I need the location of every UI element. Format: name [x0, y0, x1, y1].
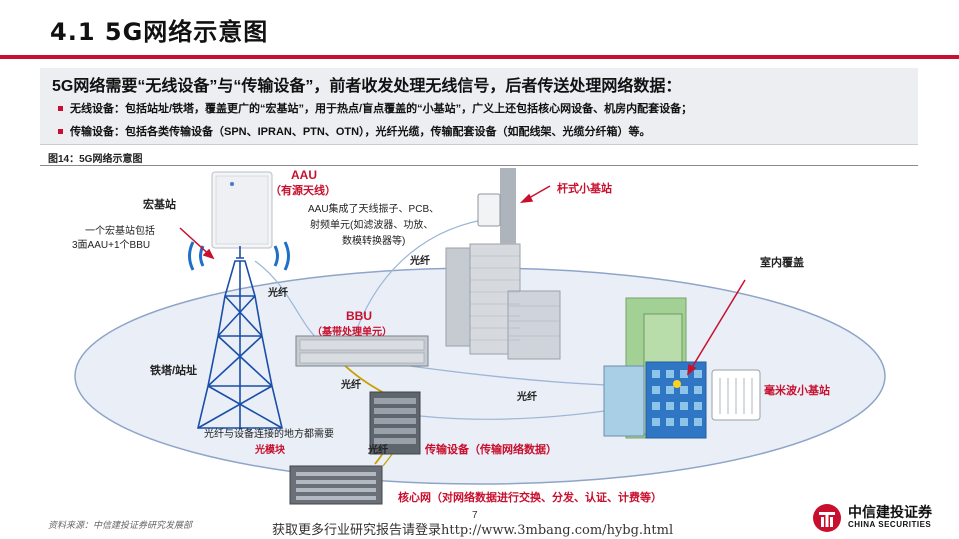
bullet-transport-text: 传输设备：包括各类传输设备（SPN、IPRAN、PTN、OTN），光纤光缆，传输…: [70, 126, 651, 138]
module-label: 光模块: [255, 445, 285, 456]
bullet-wireless-text: 无线设备：包括站址/铁塔，覆盖更广的“宏基站”，用于热点/盲点覆盖的“小基站”，…: [70, 103, 693, 115]
fiber-label-right: 光纤: [517, 392, 537, 403]
figure-caption: 图14：5G网络示意图: [48, 154, 143, 165]
page-number: 7: [472, 510, 478, 521]
pole-small-cell-label: 杆式小基站: [557, 183, 612, 195]
bullet-marker: [58, 128, 63, 134]
footer-link[interactable]: 获取更多行业研究报告请登录http://www.3mbang.com/hybg.…: [272, 523, 674, 538]
fiber-bbu-pole: [354, 217, 496, 335]
core-label: 核心网（对网络数据进行交换、分发、认证、计费等）: [398, 492, 662, 504]
mmwave-label: 毫米波小基站: [764, 385, 830, 397]
network-diagram: AAU （有源天线） AAU集成了天线振子、PCB、 射频单元(如滤波器、功放、…: [0, 166, 959, 506]
aau-panel: [211, 171, 273, 249]
fiber-label-top: 光纤: [410, 256, 430, 267]
brand-name-cn: 中信建投证券: [848, 504, 932, 520]
bbu-unit-icon: [295, 335, 429, 367]
diagram-svg: [74, 168, 886, 505]
macro-desc-1: 一个宏基站包括: [85, 226, 155, 237]
aau-sub-label: （有源天线）: [270, 185, 336, 197]
bullet-wireless: 无线设备：包括站址/铁塔，覆盖更广的“宏基站”，用于热点/盲点覆盖的“小基站”，…: [58, 100, 692, 116]
fiber-label-low: 光纤: [368, 445, 388, 456]
aau-pointer-arrow: [179, 227, 215, 260]
tower-label: 铁塔/站址: [150, 365, 198, 377]
indoor-pointer-arrow: [687, 279, 746, 376]
aau-desc-3: 数模转换器等): [342, 236, 406, 247]
indoor-label: 室内覆盖: [760, 257, 804, 269]
source-note: 资料来源：中信建投证券研究发展部: [48, 520, 193, 530]
indoor-building-icon: [603, 297, 707, 439]
mmwave-small-cell-icon: [711, 369, 761, 421]
bullet-transport: 传输设备：包括各类传输设备（SPN、IPRAN、PTN、OTN），光纤光缆，传输…: [58, 123, 651, 139]
macro-desc-2: 3面AAU+1个BBU: [72, 240, 151, 251]
summary-box: 5G网络需要“无线设备”与“传输设备”，前者收发处理无线信号，后者传送处理网络数…: [40, 68, 918, 145]
aau-desc-1: AAU集成了天线振子、PCB、: [308, 204, 440, 215]
bullet-marker: [58, 105, 63, 111]
brand-logo-icon: [813, 504, 841, 532]
bbu-label: BBU: [346, 309, 372, 323]
aau-desc-2: 射频单元(如滤波器、功放、: [310, 220, 434, 231]
brand-name-en: CHINA SECURITIES: [848, 520, 932, 529]
core-network-rack-icon: [289, 465, 383, 505]
aau-label: AAU: [291, 168, 317, 182]
transport-label: 传输设备（传输网络数据）: [425, 444, 557, 456]
figure-divider: [40, 165, 918, 166]
brand-logo: 中信建投证券 CHINA SECURITIES: [812, 500, 952, 536]
cell-tower-icon: [196, 246, 284, 429]
title-divider: [0, 55, 959, 59]
pole-pointer-arrow: [519, 185, 551, 203]
macro-label: 宏基站: [143, 199, 176, 211]
title-bar: 4.1 5G网络示意图: [0, 0, 959, 60]
page-title: 4.1 5G网络示意图: [50, 18, 269, 46]
office-buildings: [445, 243, 561, 360]
fiber-label-tower: 光纤: [268, 288, 288, 299]
module-desc: 光纤与设备连接的地方都需要: [204, 429, 334, 440]
fiber-tower-bbu: [254, 260, 321, 342]
transport-equipment-icon: [369, 391, 421, 455]
bbu-sub-label: （基带处理单元）: [312, 327, 392, 338]
pole-small-cell-icon: [477, 168, 516, 244]
summary-headline: 5G网络需要“无线设备”与“传输设备”，前者收发处理无线信号，后者传送处理网络数…: [52, 78, 682, 95]
fiber-label-mid: 光纤: [341, 380, 361, 391]
